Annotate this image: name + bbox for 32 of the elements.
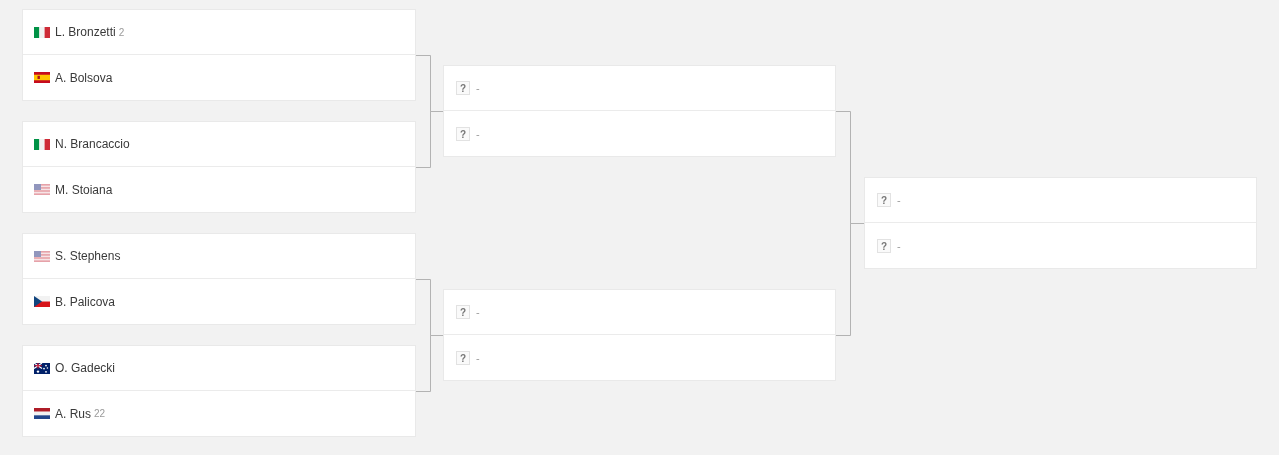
placeholder-dash: - [476,127,480,140]
unknown-player-mark: ? [456,126,470,141]
player-name: M. Stoiana [55,182,113,197]
unknown-player-mark: ? [877,193,891,207]
match-card [22,233,416,325]
unknown-player-mark: ? [456,81,470,95]
player-name: A. Rus [55,406,91,421]
bracket-line [415,111,444,168]
player-name: B. Palicova [55,294,116,309]
match-card [22,9,416,101]
match-card [864,177,1257,269]
bracket-line [835,223,865,336]
placeholder-dash: - [897,194,901,206]
seed-number: 22 [94,408,106,419]
unknown-player-mark: ? [877,238,891,253]
player-name: A. Bolsova [55,70,113,85]
player-name: N. Brancaccio [55,137,130,151]
unknown-player-mark: ? [456,350,470,365]
match-card [22,345,416,437]
bracket-line [415,335,444,392]
match-card [22,121,416,213]
placeholder-dash: - [476,306,480,318]
placeholder-dash: - [897,239,901,252]
match-card [443,289,836,381]
unknown-player-mark: ? [456,305,470,319]
player-name: O. Gadecki [55,361,116,375]
placeholder-dash: - [476,351,480,364]
player-name: S. Stephens [55,249,121,263]
seed-number: 2 [118,26,125,38]
match-card [443,65,836,157]
placeholder-dash: - [476,82,480,94]
player-name: L. Bronzetti [55,25,116,39]
